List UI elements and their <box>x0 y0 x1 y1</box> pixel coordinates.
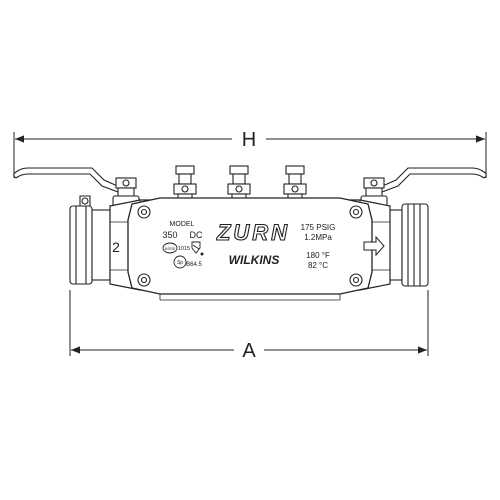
csa-mark-glyph: Sp <box>177 260 183 266</box>
shield-certification-icon <box>191 241 204 256</box>
asse-number: 1015 <box>178 246 190 252</box>
outlet-connection <box>387 203 429 287</box>
side-number: 2 <box>112 239 120 255</box>
model-number: 350 <box>162 230 177 240</box>
csa-certification-icon: Sp B64.5 <box>173 255 202 269</box>
dimension-h: H <box>13 129 487 178</box>
pressure-psig: 175 PSIG <box>301 223 336 232</box>
csa-number: B64.5 <box>186 262 202 268</box>
asse-certification-icon: ASSE 1015 <box>162 242 190 254</box>
flow-direction-icon <box>363 235 385 257</box>
brand-logo: ZURN <box>216 220 288 245</box>
handle-right <box>377 167 487 193</box>
cover-plate <box>127 197 373 295</box>
dimension-a: A <box>69 290 429 362</box>
a-label: A <box>242 340 256 362</box>
inlet-connection <box>69 195 111 285</box>
cover-bolts <box>137 205 363 287</box>
h-label: H <box>242 129 256 151</box>
temp-fahrenheit: 180 °F <box>306 251 330 260</box>
sub-brand-logo: WILKINS <box>229 253 280 267</box>
pressure-mpa: 1.2MPa <box>304 233 332 242</box>
handle-left <box>13 167 123 193</box>
model-suffix: DC <box>190 230 203 240</box>
body-bottom-ribs <box>159 294 341 301</box>
model-caption: MODEL <box>170 221 195 228</box>
temp-celsius: 82 °C <box>308 261 328 270</box>
asse-mark-text: ASSE <box>165 246 176 251</box>
